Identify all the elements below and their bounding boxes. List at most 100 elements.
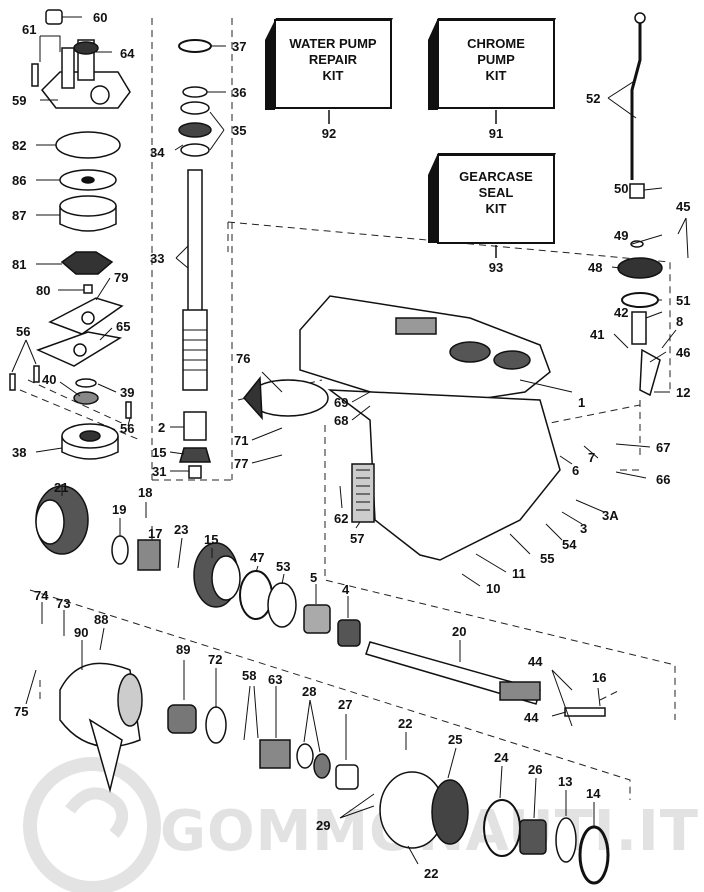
chrome-pump-kit-number: 91 — [489, 126, 503, 141]
connector-50-icon — [629, 183, 645, 199]
retainer-63-icon — [259, 739, 291, 769]
gear-15-upper-icon — [179, 447, 211, 463]
callout-51: 51 — [676, 293, 690, 308]
callout-41: 41 — [590, 327, 604, 342]
callout-29: 29 — [316, 818, 330, 833]
callout-26: 26 — [528, 762, 542, 777]
callout-86: 86 — [12, 173, 26, 188]
callout-36: 36 — [232, 85, 246, 100]
callout-61: 61 — [22, 22, 36, 37]
bearing-26-icon — [519, 819, 547, 855]
callout-60: 60 — [93, 10, 107, 25]
pin-16-icon — [564, 707, 606, 717]
part-drawings — [9, 9, 663, 885]
callout-33: 33 — [150, 251, 164, 266]
rod-42-icon — [631, 311, 647, 345]
key-80-icon — [83, 284, 93, 294]
lever-46-icon — [639, 348, 661, 397]
callout-38: 38 — [12, 445, 26, 460]
callout-25: 25 — [448, 732, 462, 747]
callout-12: 12 — [676, 385, 690, 400]
callout-64: 64 — [120, 46, 135, 61]
oring-49-icon — [630, 240, 644, 248]
callout-53: 53 — [276, 559, 290, 574]
chrome-pump-kit-box: CHROME PUMP KIT 91 — [428, 18, 556, 141]
chrome-pump-kit-line3: KIT — [486, 68, 507, 83]
callout-10: 10 — [486, 581, 500, 596]
watermark-logo-icon — [23, 757, 161, 892]
callout-4: 4 — [342, 582, 350, 597]
propeller-88-icon — [59, 662, 143, 793]
callout-49: 49 — [614, 228, 628, 243]
callout-17: 17 — [148, 526, 162, 541]
nut-31-icon — [188, 465, 202, 479]
washer-36-icon — [182, 86, 208, 98]
callout-56-lower: 56 — [120, 421, 134, 436]
callout-20: 20 — [452, 624, 466, 639]
housing-48-icon — [617, 257, 663, 279]
callout-57: 57 — [350, 531, 364, 546]
hub-89-icon — [167, 704, 197, 734]
oring-37-icon — [178, 39, 212, 53]
callout-88: 88 — [94, 612, 108, 627]
clutch-17-icon — [137, 539, 161, 571]
callout-15-upper: 15 — [152, 445, 166, 460]
gear-15-lower-icon — [193, 542, 241, 608]
callout-58: 58 — [242, 668, 256, 683]
callout-27: 27 — [338, 697, 352, 712]
callout-22-upper: 22 — [398, 716, 412, 731]
callout-21: 21 — [54, 480, 68, 495]
callout-11: 11 — [512, 566, 526, 581]
callout-63: 63 — [268, 672, 282, 687]
thrust-washer-47-icon — [239, 570, 273, 620]
leader-lines — [11, 16, 689, 865]
callout-5: 5 — [310, 570, 317, 585]
gearcase-housing-1-icon — [299, 295, 561, 561]
callout-74: 74 — [34, 588, 49, 603]
watermark: GOMMONAUTI.IT — [23, 757, 698, 892]
seals-28-icon — [296, 743, 331, 779]
impeller-housing-38-icon — [61, 423, 119, 460]
callout-15-lower: 15 — [204, 532, 218, 547]
callout-59: 59 — [12, 93, 26, 108]
gasket-65-icon — [35, 331, 123, 367]
callout-77: 77 — [234, 456, 248, 471]
callout-1: 1 — [578, 395, 585, 410]
callout-22-lower: 22 — [424, 866, 438, 881]
callout-labels: 60 61 64 59 37 36 35 34 82 86 87 33 81 7… — [12, 10, 690, 881]
ring-39-icon — [75, 378, 97, 388]
callout-81: 81 — [12, 257, 26, 272]
chrome-pump-kit-line1: CHROME — [467, 36, 525, 51]
callout-48: 48 — [588, 260, 602, 275]
water-pump-kit-line3: KIT — [323, 68, 344, 83]
callout-80: 80 — [36, 283, 50, 298]
callout-37: 37 — [232, 39, 246, 54]
bearing-35-icon — [178, 101, 212, 157]
callout-40: 40 — [42, 372, 56, 387]
callout-16: 16 — [592, 670, 606, 685]
callout-45: 45 — [676, 199, 690, 214]
chrome-pump-kit-line2: PUMP — [477, 52, 515, 67]
callout-24: 24 — [494, 750, 509, 765]
water-pump-kit-box: WATER PUMP REPAIR KIT 92 — [265, 18, 393, 141]
callout-47: 47 — [250, 550, 264, 565]
bearing-2-icon — [183, 411, 207, 441]
water-pump-kit-number: 92 — [322, 126, 336, 141]
water-pump-housing-59-icon — [41, 39, 131, 109]
callout-67: 67 — [656, 440, 670, 455]
callout-90: 90 — [74, 625, 88, 640]
callout-75: 75 — [14, 704, 28, 719]
plate-76-icon — [243, 375, 329, 421]
ring-14-icon — [578, 825, 610, 885]
bolts-56-icon — [9, 365, 132, 419]
callout-52: 52 — [586, 91, 600, 106]
callout-18: 18 — [138, 485, 152, 500]
callout-65: 65 — [116, 319, 130, 334]
screen-57-icon — [351, 463, 375, 523]
driveshaft-33-icon — [182, 169, 208, 391]
pinion-gear-21-icon — [35, 485, 89, 555]
callout-54: 54 — [562, 537, 577, 552]
impeller-81-icon — [60, 251, 114, 275]
callout-34: 34 — [150, 145, 165, 160]
callout-6: 6 — [572, 463, 579, 478]
